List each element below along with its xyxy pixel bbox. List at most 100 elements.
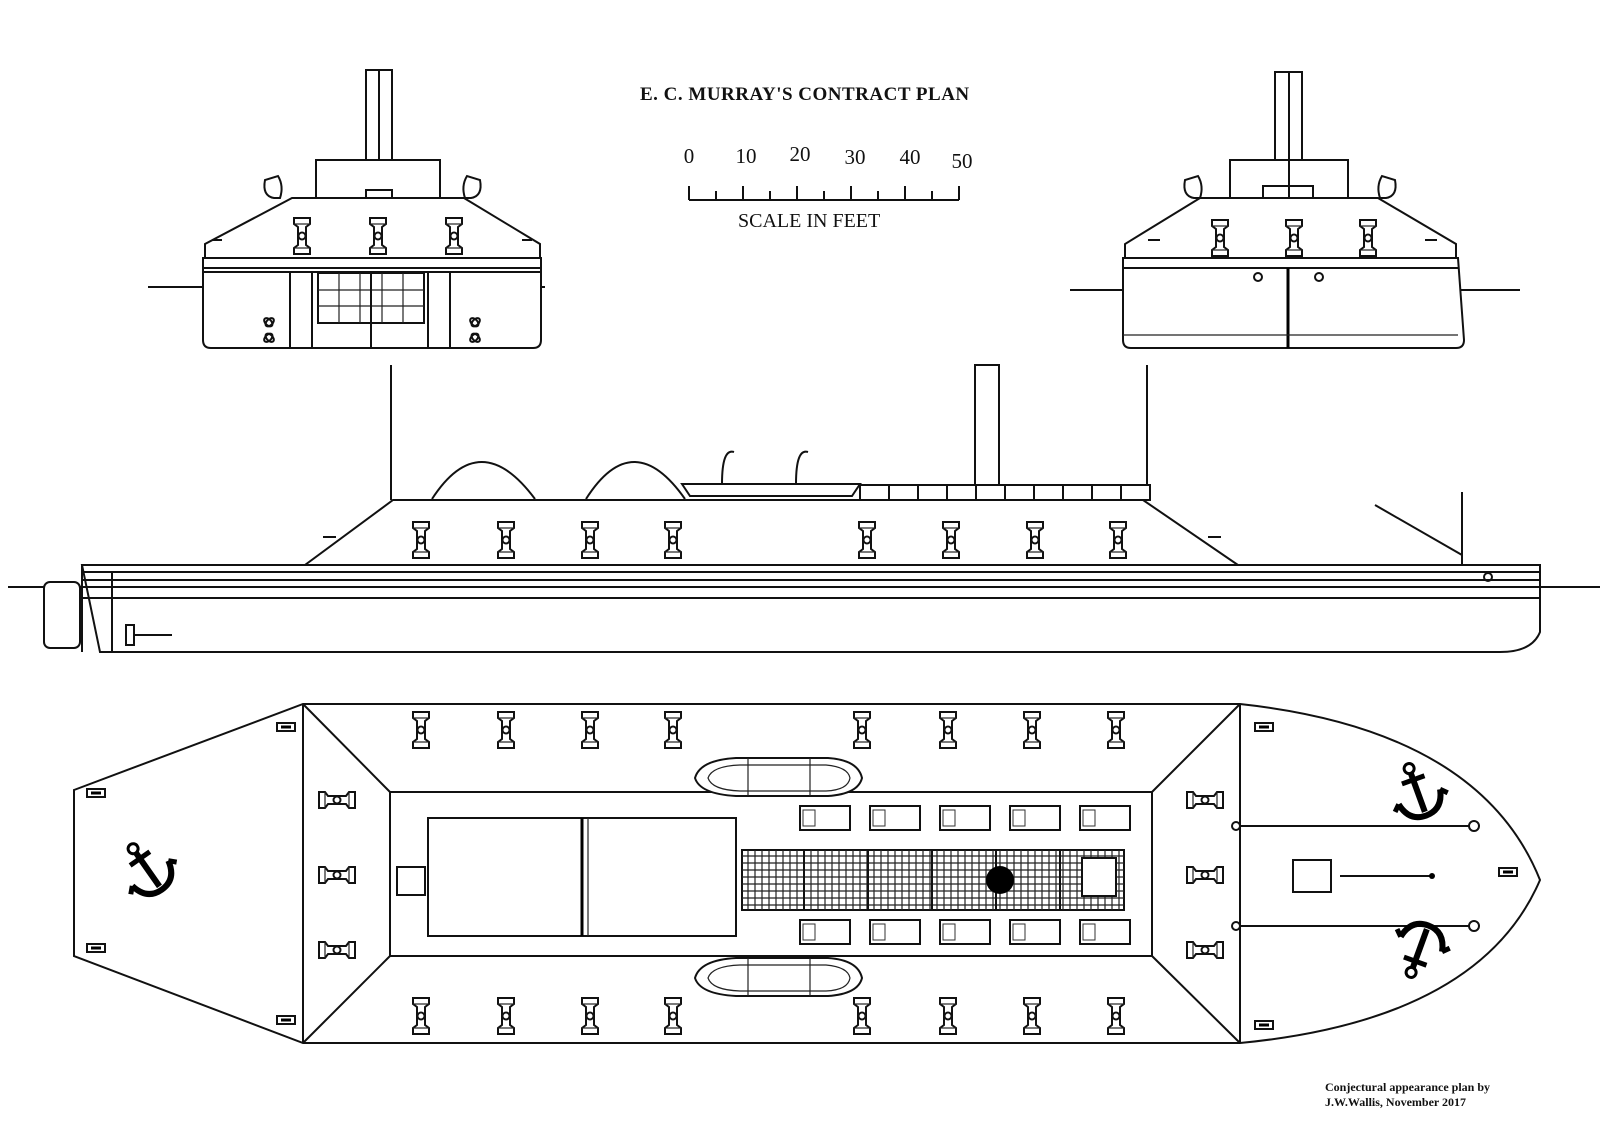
side-gunports <box>412 521 1127 559</box>
plan-skylight <box>799 919 851 945</box>
scale-tick-label-50: 50 <box>951 149 973 173</box>
awning-arch-2 <box>585 461 686 500</box>
stern-boat-right <box>462 174 482 199</box>
plan-skylight <box>939 805 991 831</box>
plan-bow-hatch <box>1292 859 1332 893</box>
plan-gunport-port-5 <box>853 711 871 749</box>
plan-gunport-starboard-8 <box>1107 997 1125 1035</box>
side-gunport-6 <box>942 521 960 559</box>
plan-gunport-starboard-7 <box>1023 997 1041 1035</box>
port-anchor-icon <box>1392 762 1449 821</box>
bow-boat-left <box>1183 174 1203 199</box>
plan-aft-hatch <box>396 866 426 896</box>
plan-gunports <box>318 711 1224 1035</box>
bow-elevation-view <box>1070 71 1520 349</box>
scale-bar <box>688 186 960 201</box>
side-skylight-box <box>859 484 890 501</box>
plan-gunport-port-4 <box>664 711 682 749</box>
side-skylight-box <box>946 484 977 501</box>
scale-tick-label-10: 10 <box>735 144 757 168</box>
side-hull <box>80 564 1541 653</box>
plan-gunport-port-2 <box>497 711 515 749</box>
plan-gunport-port-6 <box>939 711 957 749</box>
plan-skylight <box>1079 805 1131 831</box>
bow-gunport-3 <box>1359 219 1377 257</box>
bow-gunport-2 <box>1285 219 1303 257</box>
scale-tick-label-30: 30 <box>844 145 866 169</box>
plan-gunport-port-8 <box>1107 711 1125 749</box>
scale-caption: SCALE IN FEET <box>738 210 881 232</box>
side-gunport-4 <box>664 521 682 559</box>
plan-skylight <box>1079 919 1131 945</box>
plan-boat-port <box>693 757 864 797</box>
plan-gunport-aft-3 <box>318 941 356 959</box>
bow-spar <box>1374 504 1463 556</box>
side-hawse <box>1483 572 1493 582</box>
plan-gunport-fwd-3 <box>1186 941 1224 959</box>
stern-elevation-view <box>148 69 545 349</box>
side-gunport-1 <box>412 521 430 559</box>
side-deck-boat <box>680 483 862 497</box>
plan-gunport-starboard-6 <box>939 997 957 1035</box>
bow-gunport-1 <box>1211 219 1229 257</box>
plan-gunport-port-1 <box>412 711 430 749</box>
plan-gunport-starboard-4 <box>664 997 682 1035</box>
plan-gunport-fwd-2 <box>1186 866 1224 884</box>
plan-skylights <box>799 805 1131 945</box>
scale-tick-label-0: 0 <box>683 144 695 168</box>
side-funnel <box>974 364 1000 488</box>
aft-anchor-icon <box>126 842 178 897</box>
stern-gunport-1 <box>293 217 311 255</box>
side-gunport-8 <box>1109 521 1127 559</box>
side-skylight-box <box>1091 484 1122 501</box>
plan-gunport-starboard-5 <box>853 997 871 1035</box>
awning-arch-1 <box>431 461 536 500</box>
side-casemate <box>301 499 1242 566</box>
plan-gunport-fwd-1 <box>1186 791 1224 809</box>
starboard-anchor-icon <box>1394 920 1451 979</box>
side-skylight-box <box>1004 484 1035 501</box>
plan-funnel-top <box>986 866 1014 894</box>
plan-gunport-port-7 <box>1023 711 1041 749</box>
side-skylight-box <box>975 484 1006 501</box>
plan-gunport-port-3 <box>581 711 599 749</box>
credit-line-2: J.W.Wallis, November 2017 <box>1325 1095 1467 1109</box>
side-skylight-box <box>888 484 919 501</box>
side-gunport-7 <box>1026 521 1044 559</box>
plan-deck-fittings <box>86 722 1518 1030</box>
plan-skylight <box>799 805 851 831</box>
side-gunport-5 <box>858 521 876 559</box>
bow-boat-right <box>1377 174 1397 199</box>
plan-gunport-starboard-1 <box>412 997 430 1035</box>
plan-skylight <box>939 919 991 945</box>
plan-skylight <box>869 919 921 945</box>
stern-gunports <box>293 217 463 255</box>
plan-fwd-hatch <box>1081 857 1117 897</box>
side-elevation-view <box>8 364 1600 653</box>
side-skylight-box <box>1062 484 1093 501</box>
bow-hawse-right <box>1314 272 1324 282</box>
plan-gunport-aft-2 <box>318 866 356 884</box>
starboard-propeller-icon <box>469 317 481 343</box>
plan-gunport-starboard-3 <box>581 997 599 1035</box>
scale-tick-label-20: 20 <box>789 142 811 166</box>
credit-line-1: Conjectural appearance plan by <box>1325 1080 1490 1094</box>
stern-funnel-base <box>365 189 393 199</box>
port-propeller-icon <box>263 317 275 343</box>
stern-gunport-2 <box>369 217 387 255</box>
side-gunport-3 <box>581 521 599 559</box>
plan-skylight <box>869 805 921 831</box>
drawing-title: E. C. MURRAY'S CONTRACT PLAN <box>640 84 970 105</box>
side-skylight-box <box>917 484 948 501</box>
plan-gunport-aft-1 <box>318 791 356 809</box>
deck-plan-view <box>73 703 1542 1044</box>
plan-gunport-starboard-2 <box>497 997 515 1035</box>
side-skylight-box <box>1033 484 1064 501</box>
bow-gunports <box>1211 219 1377 257</box>
plan-boat-starboard <box>693 957 864 997</box>
scale-tick-label-40: 40 <box>899 145 921 169</box>
side-gunport-2 <box>497 521 515 559</box>
bow-hull <box>1122 257 1466 349</box>
